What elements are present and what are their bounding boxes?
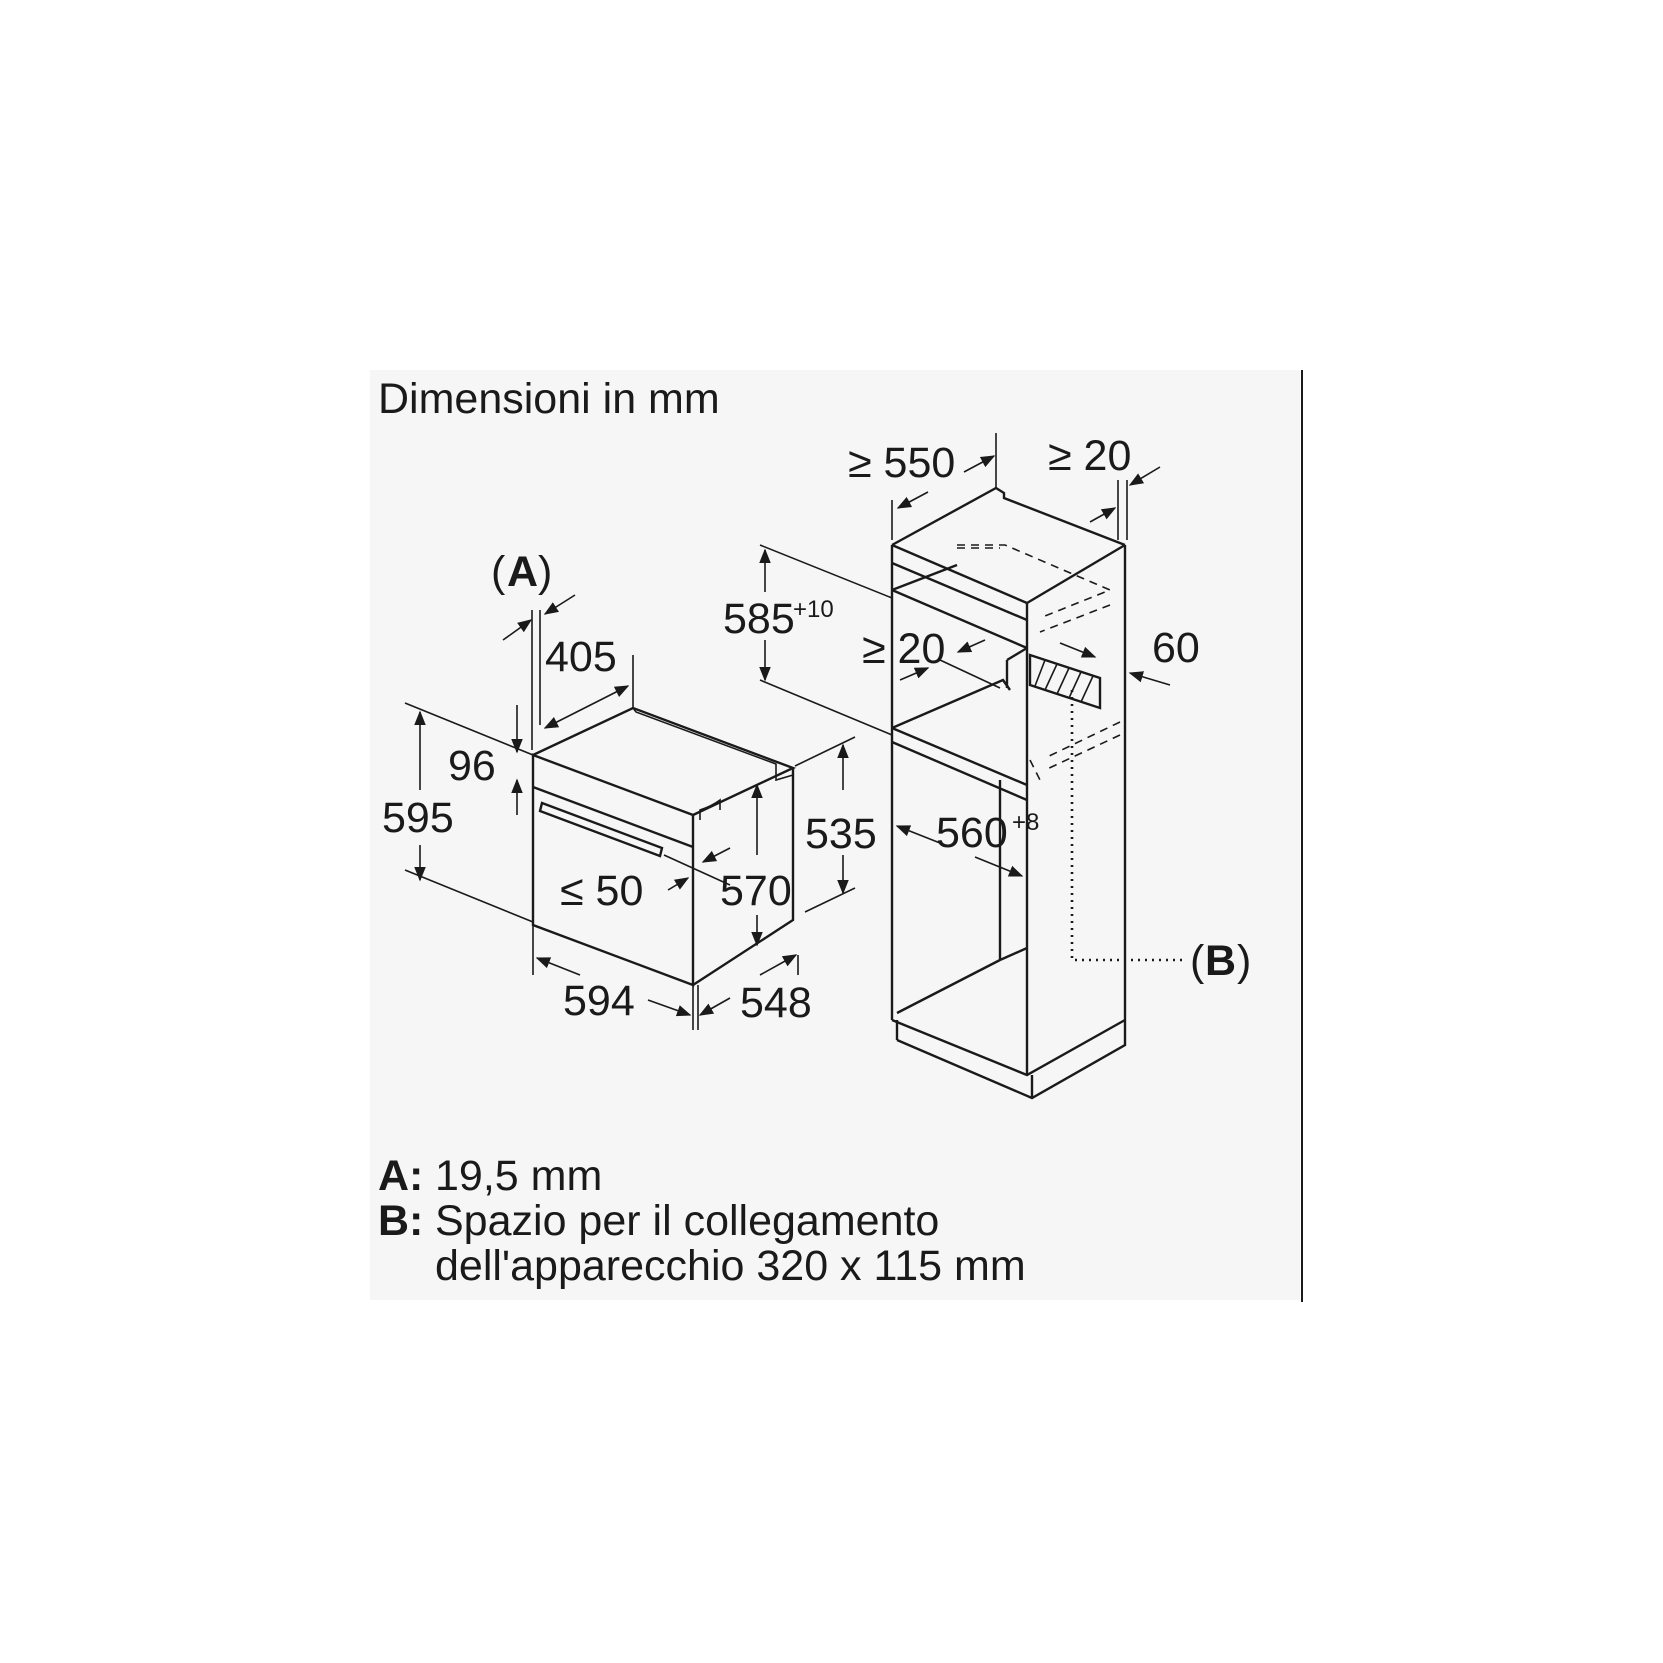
dim-96: 96 bbox=[448, 705, 523, 815]
legend: A: 19,5 mm B: Spazio per il collegamento… bbox=[378, 1152, 1026, 1290]
dim-niche-height-tol: +10 bbox=[793, 596, 834, 623]
marker-b: ( B ) bbox=[1070, 690, 1251, 985]
marker-b-close: ) bbox=[1237, 937, 1251, 985]
dim-shelf-gap: ≥ 20 bbox=[862, 625, 1001, 689]
legend-b-text-2: dell'apparecchio 320 x 115 mm bbox=[435, 1242, 1026, 1290]
oven-drawing bbox=[531, 706, 797, 987]
marker-a-close: ) bbox=[538, 548, 552, 596]
marker-a-open: ( bbox=[491, 548, 506, 596]
dim-min-depth: ≥ 550 bbox=[848, 433, 997, 540]
dim-570: 570 bbox=[720, 783, 792, 947]
diagram-panel bbox=[370, 370, 1300, 1300]
dim-niche-height-label: 585 bbox=[723, 595, 795, 643]
separator-line bbox=[1301, 370, 1303, 1302]
dim-handle-gap: ≤ 50 bbox=[560, 847, 731, 915]
dim-548: 548 bbox=[697, 954, 812, 1030]
oven-top bbox=[532, 706, 797, 817]
dim-rear-gap: ≥ 20 bbox=[1048, 432, 1161, 540]
connection-area bbox=[1028, 653, 1102, 710]
dim-594: 594 bbox=[532, 925, 694, 1030]
marker-b-leader bbox=[1070, 690, 1185, 962]
marker-b-open: ( bbox=[1190, 937, 1205, 985]
dim-548-label: 548 bbox=[740, 979, 812, 1027]
dim-shelf-gap-label: ≥ 20 bbox=[862, 625, 945, 673]
dim-rear-vent-label: 60 bbox=[1152, 624, 1200, 672]
dim-96-label: 96 bbox=[448, 742, 496, 790]
marker-a: ( A ) bbox=[491, 548, 576, 750]
dim-594-label: 594 bbox=[563, 977, 635, 1025]
dim-niche-width: 560 +8 bbox=[895, 809, 1039, 877]
cabinet-drawing bbox=[890, 486, 1127, 1100]
dim-535: 535 bbox=[794, 736, 877, 913]
dim-niche-height: 585 +10 bbox=[723, 544, 893, 736]
marker-b-letter: B bbox=[1205, 937, 1236, 985]
oven-side bbox=[692, 768, 795, 987]
dim-rear-vent: 60 bbox=[1059, 624, 1200, 686]
legend-a-text: 19,5 mm bbox=[435, 1152, 602, 1200]
legend-b-text: Spazio per il collegamento bbox=[435, 1197, 939, 1245]
oven-control-panel-edge bbox=[532, 785, 694, 849]
oven-handle bbox=[538, 801, 664, 858]
dim-535-label: 535 bbox=[805, 810, 877, 858]
dim-405-label: 405 bbox=[545, 633, 617, 681]
dim-handle-gap-label: ≤ 50 bbox=[560, 867, 643, 915]
dim-rear-gap-label: ≥ 20 bbox=[1048, 432, 1131, 480]
dim-min-depth-label: ≥ 550 bbox=[848, 439, 955, 487]
dim-570-label: 570 bbox=[720, 867, 792, 915]
oven-top-step bbox=[632, 707, 794, 782]
dim-405: 405 bbox=[539, 610, 634, 729]
oven-hook bbox=[699, 798, 721, 820]
dim-niche-width-tol: +8 bbox=[1012, 809, 1039, 836]
legend-a-key: A: bbox=[378, 1152, 423, 1200]
dim-niche-width-label: 560 bbox=[936, 809, 1008, 857]
diagram-title: Dimensioni in mm bbox=[378, 375, 720, 423]
marker-a-letter: A bbox=[507, 548, 538, 596]
dim-595: 595 bbox=[382, 702, 534, 923]
legend-b-key: B: bbox=[378, 1197, 423, 1245]
dim-595-label: 595 bbox=[382, 794, 454, 842]
